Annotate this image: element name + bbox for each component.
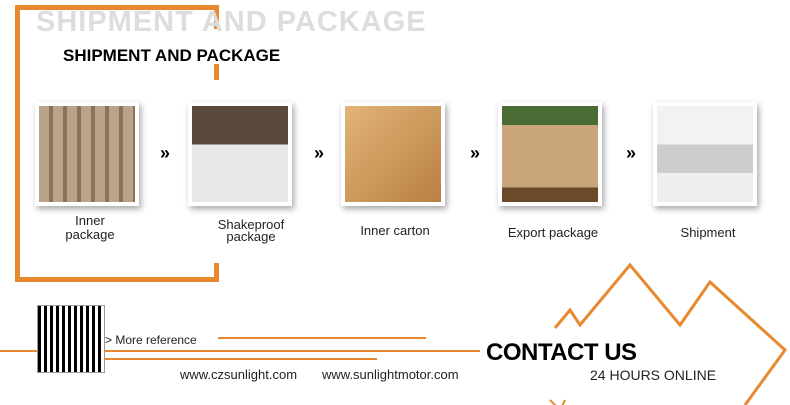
frame-right-mid (214, 64, 219, 80)
divider (0, 350, 480, 352)
arrow-icon: » (314, 143, 325, 163)
step-label: Shakeproof package (217, 217, 285, 244)
divider (105, 358, 377, 360)
page-title: SHIPMENT AND PACKAGE (63, 46, 281, 65)
frame-right-bottom (214, 263, 219, 282)
website-link-1[interactable]: www.czsunlight.com (180, 367, 298, 382)
ghost-title: SHIPMENT AND PACKAGE (36, 6, 427, 38)
frame-left (15, 5, 20, 282)
step-label: Inner carton (360, 223, 430, 238)
arrow-icon: » (160, 143, 171, 163)
arrow-icon: » (470, 143, 481, 163)
step-image-inner-carton (341, 102, 445, 206)
frame-bottom (15, 277, 219, 282)
step-label: Shipment (680, 225, 736, 240)
step-image-shipment (653, 102, 757, 206)
hours-text: 24 HOURS ONLINE (590, 367, 717, 383)
contact-us: CONTACT US (486, 339, 637, 366)
step-label: Inner package (65, 213, 115, 242)
qr-code[interactable] (37, 305, 105, 373)
step-label: Export package (507, 225, 599, 240)
step-image-export (498, 102, 602, 206)
step-image-shakeproof (188, 102, 292, 206)
frame-right-top (214, 5, 219, 29)
step-image-inner-package (35, 102, 139, 206)
more-reference-link[interactable]: > More reference (105, 333, 197, 347)
website-link-2[interactable]: www.sunlightmotor.com (322, 367, 459, 382)
frame-top (15, 5, 219, 10)
zigzag-decoration (549, 262, 788, 405)
divider (218, 337, 426, 339)
arrow-icon: » (626, 143, 637, 163)
